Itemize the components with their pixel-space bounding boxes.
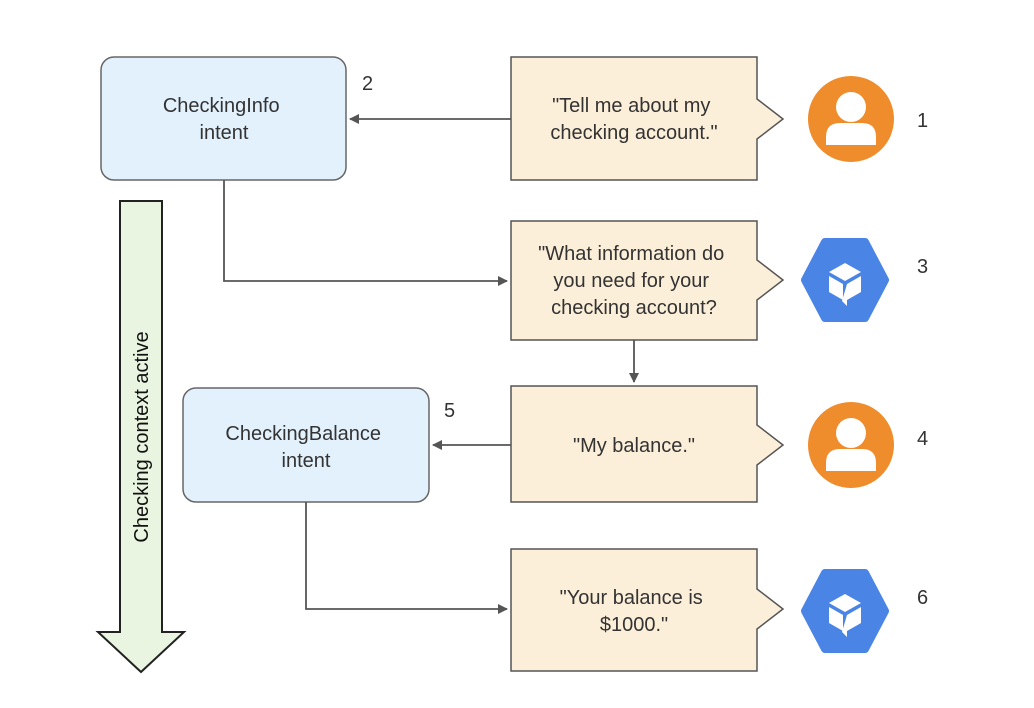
message-bubble: "Your balance is $1000."	[510, 548, 785, 672]
step-number: 6	[917, 587, 928, 609]
connectors	[223, 114, 639, 614]
step-number: 5	[444, 400, 455, 422]
step-number: 1	[917, 110, 928, 132]
svg-text:CheckingBalance intent: CheckingBalance intent	[225, 423, 386, 472]
step-number: 4	[917, 428, 928, 450]
svg-text:"My balance.": "My balance."	[573, 435, 695, 457]
person-avatar-icon	[808, 76, 894, 162]
svg-text:"Tell me about my checki: "Tell me about my checking account."	[550, 95, 717, 144]
step-number: 3	[917, 256, 928, 278]
message-bubble: "Tell me about my checking account."	[510, 56, 785, 181]
context-active-arrow: Checking context active	[95, 200, 187, 674]
intent-name: CheckingInfo	[163, 95, 280, 117]
intent-label: intent	[282, 450, 331, 472]
svg-text:"Your balance is $1000.": "Your balance is $1000."	[560, 587, 709, 636]
intent-name: CheckingBalance	[225, 423, 381, 445]
message-line: "My balance."	[573, 435, 695, 457]
intent-checking-info: CheckingInfo intent	[100, 56, 347, 181]
intent-checking-balance: CheckingBalance intent	[182, 387, 430, 503]
arrow-intent-to-msg6	[305, 502, 508, 614]
intent-label: intent	[200, 122, 249, 144]
message-bubble: "What information do you need for your c…	[510, 220, 785, 341]
message-line: $1000."	[600, 614, 668, 636]
message-line: "Your balance is	[560, 587, 703, 609]
svg-text:"What information do you: "What information do you need for your c…	[538, 243, 730, 319]
message-line: "Tell me about my	[552, 95, 710, 117]
message-line: "What information do	[538, 243, 724, 265]
arrow-intent-to-msg3	[223, 180, 508, 286]
context-active-label: Checking context active	[131, 331, 153, 542]
dialogflow-agent-icon	[801, 238, 889, 322]
step-number: 2	[362, 73, 373, 95]
message-bubble: "My balance."	[510, 385, 785, 503]
message-line: checking account?	[551, 297, 717, 319]
message-line: you need for your	[553, 270, 709, 292]
person-avatar-icon	[808, 402, 894, 488]
message-line: checking account."	[550, 122, 717, 144]
svg-text:CheckingInfo intent: CheckingInfo intent	[163, 95, 285, 144]
dialogflow-agent-icon	[801, 569, 889, 653]
